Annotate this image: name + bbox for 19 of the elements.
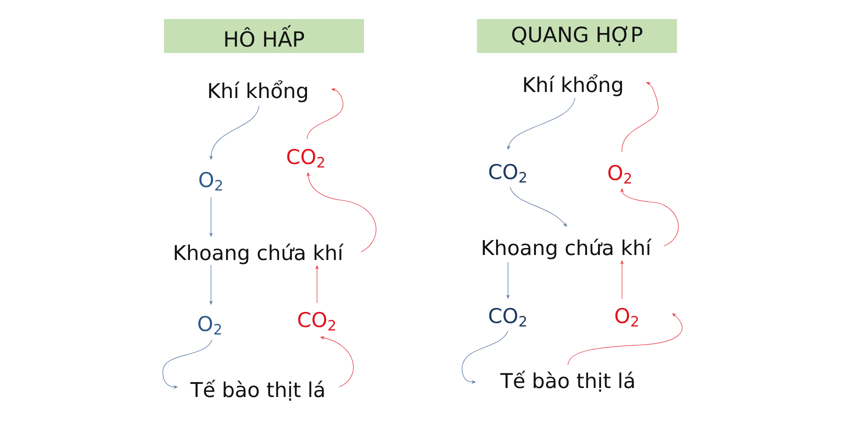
structure-label: Khoang chứa khí xyxy=(174,244,344,264)
arrow xyxy=(510,186,567,227)
formula-label: O$_{2}$ xyxy=(199,172,222,190)
formula-label: CO$_{2}$ xyxy=(298,312,336,330)
formula-label: O$_{2}$ xyxy=(198,316,221,334)
formula-label: CO$_{2}$ xyxy=(489,164,526,182)
structure-label: Tế bào thịt lá xyxy=(500,370,634,392)
structure-label: Khoang chứa khí xyxy=(482,238,652,260)
header-band: HÔ HẤP xyxy=(164,19,364,53)
arrow xyxy=(568,313,682,366)
formula-label: O$_{2}$ xyxy=(608,164,631,184)
structure-label: Khí khổng xyxy=(524,74,622,96)
formula-label: O$_{2}$ xyxy=(615,308,638,326)
header-band: QUANG HỢP xyxy=(477,19,677,53)
structure-label: Khí khổng xyxy=(209,80,307,102)
arrow xyxy=(622,82,658,152)
structure-label: Tế bào thịt lá xyxy=(190,380,324,401)
formula-label: CO$_{2}$ xyxy=(287,148,324,168)
formula-label: CO$_{2}$ xyxy=(489,308,526,326)
